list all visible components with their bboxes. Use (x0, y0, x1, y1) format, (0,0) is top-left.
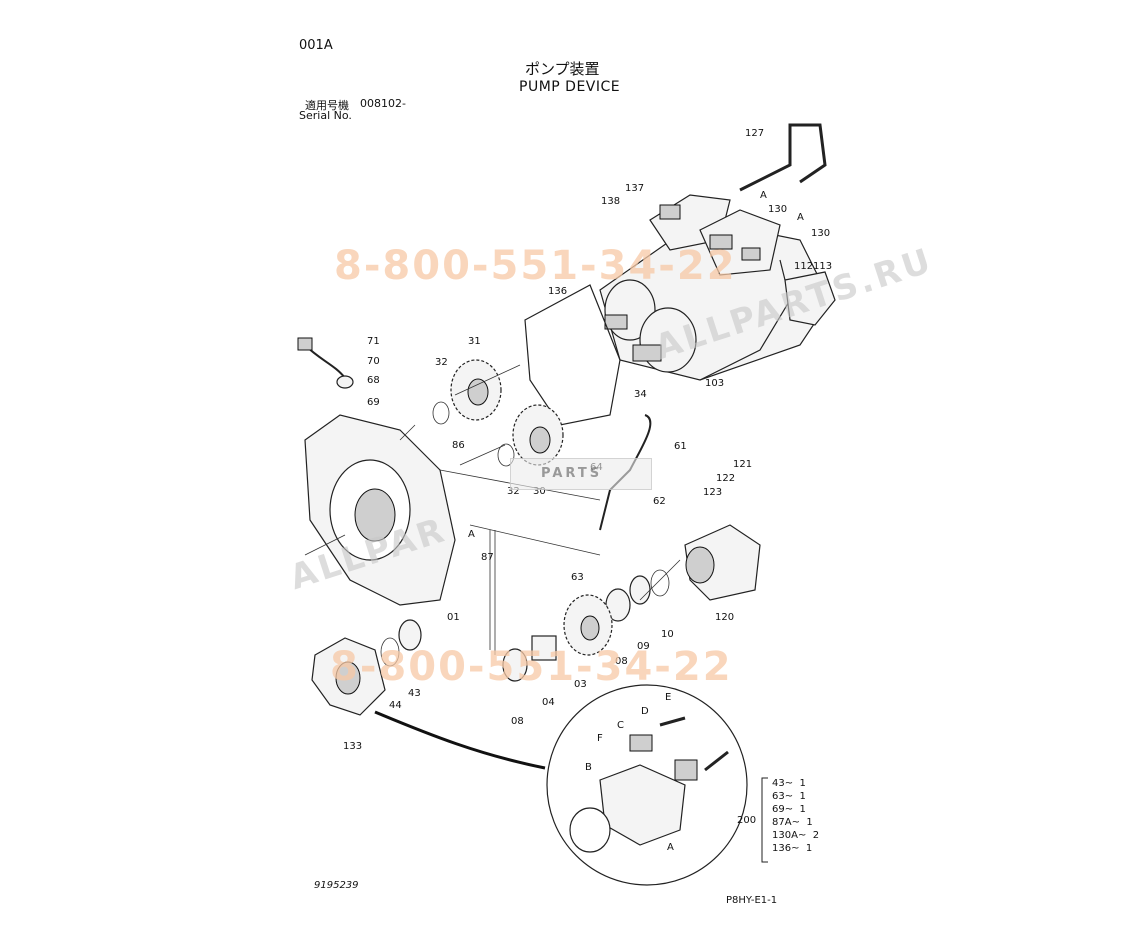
watermark-phone-bottom: 8-800-551-34-22 (330, 644, 733, 690)
label-136: 136 (548, 286, 568, 297)
kit-item: 87A~ 1 (772, 817, 813, 828)
gear-31 (450, 359, 502, 421)
label-127: 127 (745, 128, 765, 139)
label-70: 70 (367, 356, 380, 367)
snap-ring-32a (432, 401, 450, 425)
serial-value: 008102- (360, 97, 406, 110)
label-61: 61 (674, 441, 687, 452)
label-04: 04 (542, 697, 555, 708)
label-F: F (597, 733, 603, 744)
label-34: 34 (634, 389, 647, 400)
label-137: 137 (625, 183, 645, 194)
ring-44 (380, 637, 400, 667)
housing-01 (304, 414, 456, 606)
label-71: 71 (367, 336, 380, 347)
snap-ring-32b (497, 443, 515, 467)
ring-10 (650, 569, 670, 597)
kit-item: 43~ 1 (772, 778, 806, 789)
serial-label-en: Serial No. (299, 109, 352, 122)
gasket-136 (524, 284, 621, 426)
label-08b: 08 (511, 716, 524, 727)
label-130a: 130 (768, 204, 788, 215)
reference-code: P8HY-E1-1 (726, 895, 778, 906)
label-63: 63 (571, 572, 584, 583)
label-133: 133 (343, 741, 363, 752)
bearing-43 (398, 619, 422, 651)
regulator-valves (649, 194, 781, 276)
label-123: 123 (703, 487, 723, 498)
label-62: 62 (653, 496, 666, 507)
label-09: 09 (637, 641, 650, 652)
kit-item: 63~ 1 (772, 791, 806, 802)
label-120: 120 (715, 612, 735, 623)
kit-number: 200 (737, 815, 757, 826)
label-B: B (585, 762, 592, 773)
label-130b: 130 (811, 228, 831, 239)
label-86: 86 (452, 440, 465, 451)
bearing-08b (502, 648, 528, 682)
bearing-08a (605, 588, 631, 622)
coupling-detail (546, 684, 748, 886)
label-44: 44 (389, 700, 402, 711)
aux-pump-120 (684, 524, 761, 601)
gear-03 (563, 594, 613, 656)
label-E: E (665, 692, 672, 703)
pipe-127 (739, 123, 827, 192)
label-01: 01 (447, 612, 460, 623)
coupling-133 (311, 637, 386, 716)
kit-items: 43~ 1 63~ 1 69~ 1 87A~ 1 130A~ 2 136~ 1 (772, 778, 819, 856)
kit-item: 136~ 1 (772, 843, 813, 854)
label-32b: 32 (507, 486, 520, 497)
sensor-68 (297, 337, 354, 389)
kit-bracket (761, 777, 768, 863)
label-10: 10 (661, 629, 674, 640)
label-A4: A (667, 842, 674, 853)
kit-item: 69~ 1 (772, 804, 806, 815)
title-english: PUMP DEVICE (519, 79, 621, 95)
label-A3: A (468, 529, 475, 540)
gear-30 (512, 404, 564, 466)
detail-leader (374, 710, 546, 770)
label-68: 68 (367, 375, 380, 386)
label-03: 03 (574, 679, 587, 690)
assembly-lines (304, 364, 681, 655)
label-69: 69 (367, 397, 380, 408)
label-138: 138 (601, 196, 621, 207)
label-31: 31 (468, 336, 481, 347)
page-code: 001A (299, 38, 333, 53)
label-112: 112 (794, 261, 814, 272)
label-30: 30 (533, 486, 546, 497)
serial-label-jp: 適用号機 (305, 99, 349, 112)
label-121: 121 (733, 459, 753, 470)
label-A1: A (760, 190, 767, 201)
label-C: C (617, 720, 624, 731)
watermark-phone-top: 8-800-551-34-22 (334, 243, 737, 289)
watermark-logo-text: PARTS (541, 466, 603, 481)
label-08a: 08 (615, 656, 628, 667)
label-113: 113 (813, 261, 833, 272)
label-122: 122 (716, 473, 736, 484)
label-A2: A (797, 212, 804, 223)
title-japanese: ポンプ装置 (525, 60, 600, 78)
label-103: 103 (705, 378, 725, 389)
label-87: 87 (481, 552, 494, 563)
label-32a: 32 (435, 357, 448, 368)
shaft-04 (531, 635, 557, 661)
drawing-number: 9195239 (314, 880, 359, 891)
label-D: D (641, 706, 649, 717)
kit-item: 130A~ 2 (772, 830, 820, 841)
watermark-logo: PARTS (510, 458, 652, 490)
label-43: 43 (408, 688, 421, 699)
